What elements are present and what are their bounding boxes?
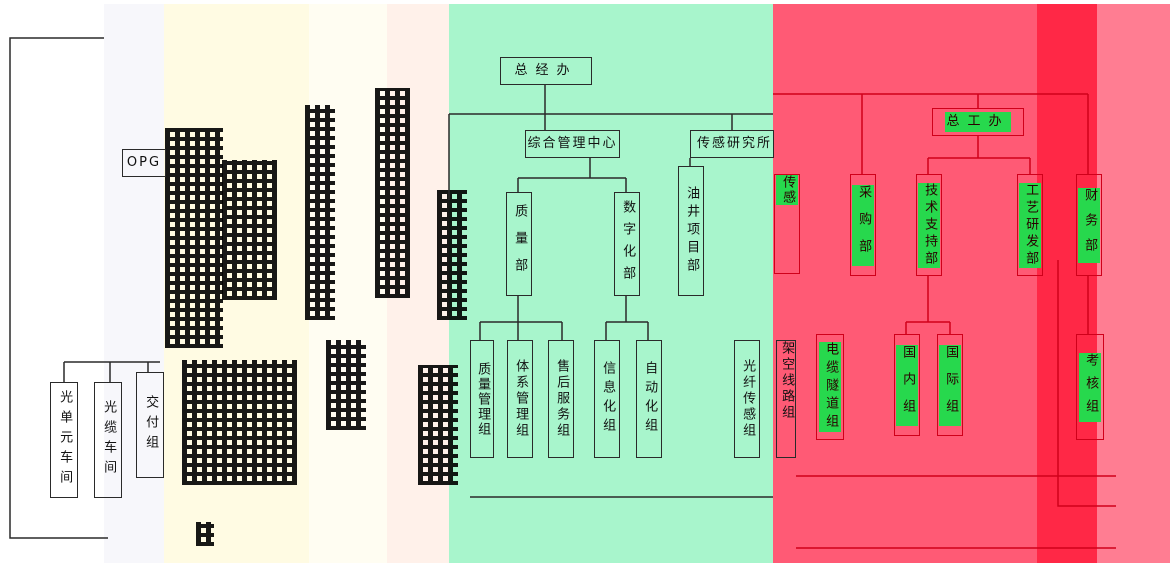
unit-box-jiaofu: 交付组: [136, 372, 164, 478]
dept-finance-label: 财务部: [1077, 187, 1101, 263]
dept-box-sensing-partial: 传感: [774, 174, 800, 274]
dept-process-rd-label: 工艺研发部: [1018, 182, 1042, 268]
dept-box-digital: 数字化部: [614, 192, 640, 296]
chief-engineer-office-label: 总工办: [945, 111, 1011, 133]
glitch-block: [305, 105, 335, 320]
group-box-fiber-sensing: 光纤传感组: [734, 340, 760, 458]
glitch-block: [375, 88, 410, 298]
background-band-green: [449, 4, 773, 563]
dept-tech-support-label: 技术支持部: [917, 182, 941, 268]
group-box-after-sales: 售后服务组: [548, 340, 574, 458]
dept-sensing-partial-label: 传感: [775, 175, 799, 205]
group-box-informatization: 信息化组: [594, 340, 620, 458]
group-domestic-label: 国内组: [895, 344, 919, 426]
glitch-block: [418, 365, 458, 485]
group-box-automation: 自动化组: [636, 340, 662, 458]
group-box-international: 国际组: [937, 334, 963, 436]
glitch-block: [182, 360, 297, 485]
glitch-block: [437, 190, 467, 320]
group-box-domestic: 国内组: [894, 334, 920, 436]
group-box-cable-tunnel: 电缆隧道组: [816, 334, 844, 440]
group-box-system-mgmt: 体系管理组: [507, 340, 533, 458]
background-band-deep-red: [1037, 4, 1097, 563]
sensor-institute-box: 传感研究所: [690, 130, 774, 158]
background-band-pink: [1097, 4, 1170, 563]
glitch-block: [222, 160, 277, 300]
mgmt-center-box: 综合管理中心: [525, 130, 620, 158]
dept-procurement-label: 采购部: [851, 184, 875, 266]
group-assessment-label: 考核组: [1078, 352, 1102, 422]
group-international-label: 国际组: [938, 344, 962, 426]
dept-box-quality: 质量部: [506, 192, 532, 296]
group-box-assessment: 考核组: [1076, 334, 1104, 440]
dept-box-procurement: 采购部: [850, 174, 876, 276]
general-office-box: 总经办: [500, 57, 592, 85]
unit-box-guanglan: 光缆车间: [94, 382, 122, 498]
glitch-block: [165, 128, 223, 348]
chief-engineer-office-box: 总工办: [932, 108, 1024, 136]
background-band-left: [104, 4, 164, 563]
unit-box-guangdanyuan: 光单元车间: [50, 382, 78, 498]
group-cable-tunnel-label: 电缆隧道组: [818, 342, 842, 432]
dept-box-tech-support: 技术支持部: [916, 174, 942, 276]
group-box-quality-mgmt: 质量管理组: [470, 340, 494, 458]
background-band-red: [773, 4, 1037, 563]
glitch-block: [196, 522, 214, 546]
dept-box-oilwell: 油井项目部: [678, 166, 704, 296]
dept-box-process-rd: 工艺研发部: [1017, 174, 1043, 276]
dept-box-finance: 财务部: [1076, 174, 1102, 276]
opg-box: OPG: [122, 149, 166, 177]
group-box-overhead-line: 架空线路组: [776, 340, 796, 458]
glitch-block: [326, 340, 366, 430]
